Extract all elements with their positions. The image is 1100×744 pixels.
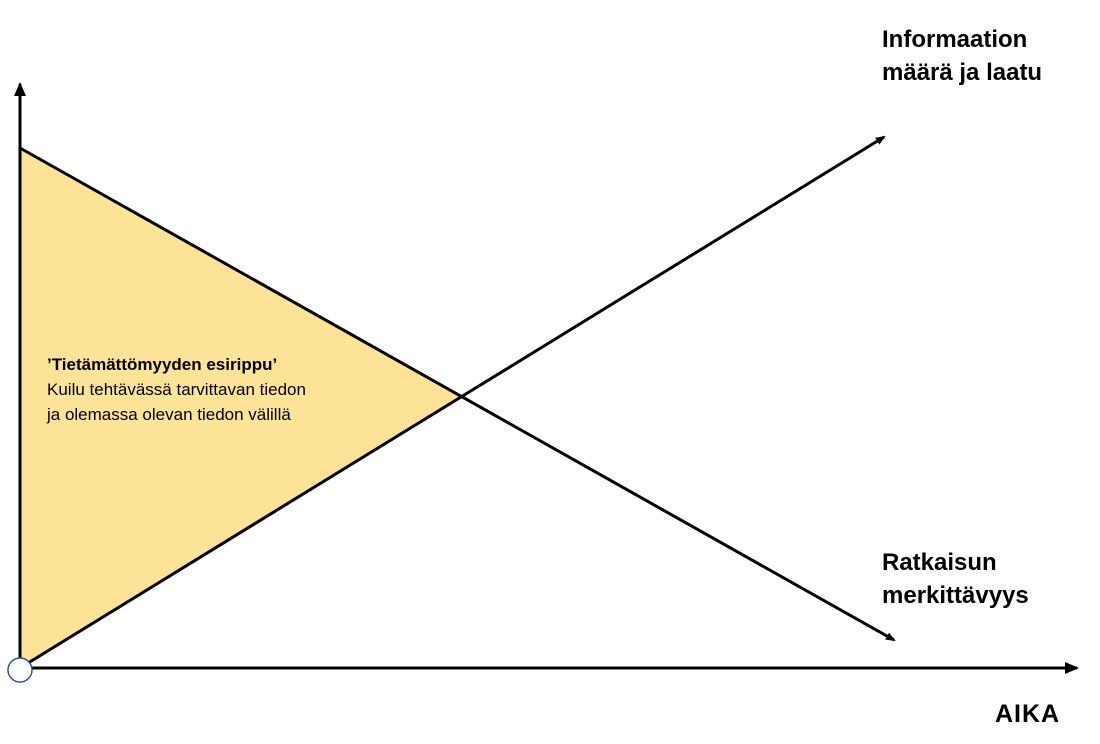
origin-marker [7, 657, 33, 683]
information-label-line2: määrä ja laatu [882, 59, 1043, 86]
information-line [19, 135, 886, 670]
x-axis-label: AIKA [995, 700, 1061, 728]
knowledge-gap-desc-line2: ja olemassa olevan tiedon välillä [47, 405, 291, 424]
information-label-line1: Informaation [882, 26, 1028, 53]
solution-significance-line [19, 146, 896, 642]
knowledge-gap-area [20, 148, 462, 668]
knowledge-gap-title: ’Tietämättömyyden esirippu’ [47, 355, 278, 374]
solution-significance-label: Ratkaisun merkittävyys [882, 546, 1029, 612]
information-label: Informaation määrä ja laatu [882, 23, 1042, 89]
knowledge-gap-label: ’Tietämättömyyden esirippu’ Kuilu tehtäv… [47, 352, 306, 427]
solution-label-line2: merkittävyys [882, 582, 1029, 609]
knowledge-gap-desc-line1: Kuilu tehtävässä tarvittavan tiedon [47, 380, 306, 399]
solution-label-line1: Ratkaisun [882, 549, 997, 576]
